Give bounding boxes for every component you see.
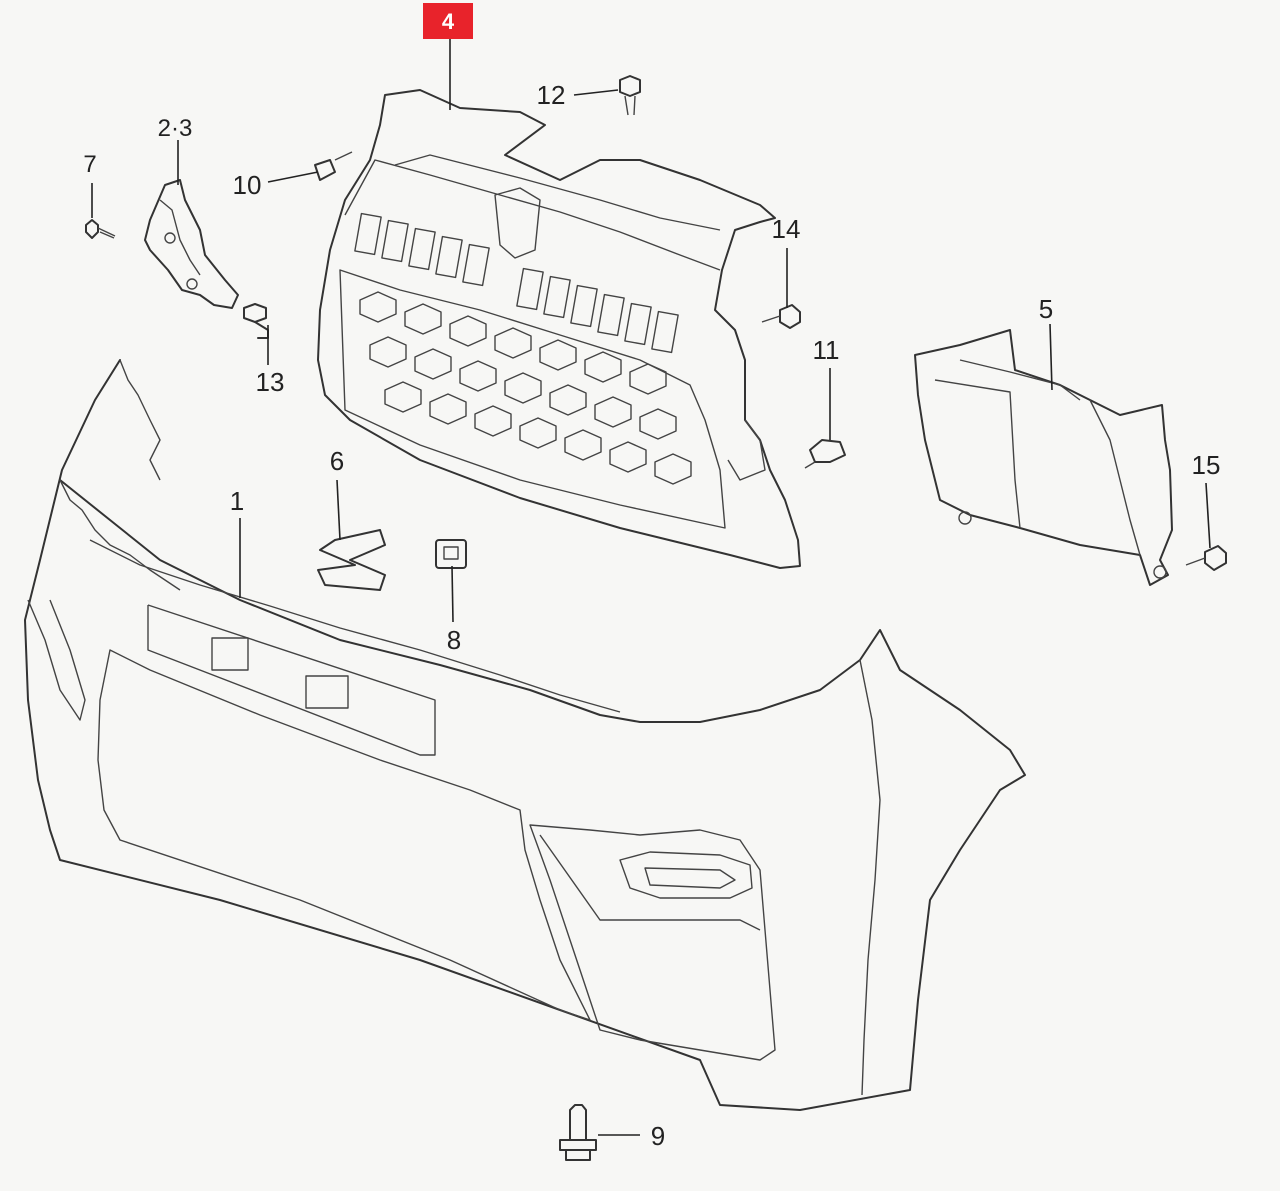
bumper-bracket — [144, 179, 239, 309]
clip-11 — [804, 439, 846, 469]
side-duct — [914, 329, 1173, 586]
clip-nut — [435, 539, 467, 569]
screw-7 — [85, 219, 116, 239]
highlighted-part-callout[interactable]: 4 — [423, 3, 473, 39]
callout-6: 6 — [330, 446, 344, 476]
screw-14 — [761, 304, 801, 329]
callout-15: 15 — [1192, 450, 1221, 480]
callout-1: 1 — [230, 486, 244, 516]
screw-15 — [1185, 545, 1227, 571]
callout-2-3: 2·3 — [158, 115, 193, 142]
bolt-10 — [314, 151, 353, 181]
bolt-9 — [559, 1104, 597, 1161]
callout-8: 8 — [447, 625, 461, 655]
callout-5: 5 — [1039, 294, 1053, 324]
callout-10: 10 — [233, 170, 262, 200]
callout-12: 12 — [537, 80, 566, 110]
leader-lines — [91, 38, 1211, 1136]
callout-11: 11 — [813, 335, 840, 365]
callout-13: 13 — [256, 367, 285, 397]
bolt-12 — [619, 75, 641, 116]
highlighted-part-label: 4 — [442, 9, 455, 34]
bumper-cover — [24, 359, 1026, 1111]
callout-14: 14 — [772, 214, 801, 244]
radiator-grille — [317, 89, 801, 569]
emblem — [317, 529, 386, 591]
callout-9: 9 — [651, 1121, 665, 1151]
callout-7: 7 — [83, 151, 96, 178]
bolt-13 — [243, 303, 269, 339]
